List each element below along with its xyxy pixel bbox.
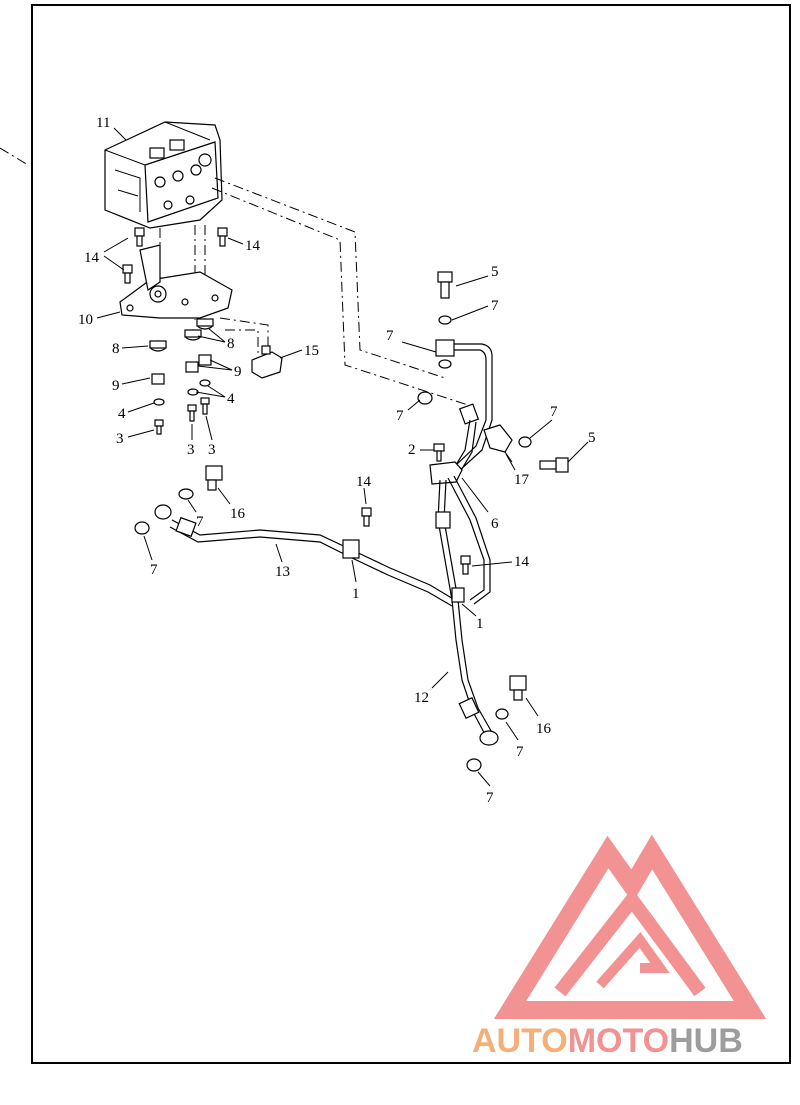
callout-14-right: 14 <box>245 238 261 254</box>
grommet-8-right <box>196 318 214 330</box>
bolt-3-right <box>200 397 210 415</box>
dashline-2 <box>211 187 469 406</box>
banjo-bolt-16-lower <box>509 675 527 701</box>
washer-4-right <box>199 379 211 387</box>
callout-8-left: 8 <box>112 341 120 357</box>
brake-hose-13 <box>154 504 465 607</box>
washer-7-left-a <box>178 488 194 500</box>
spacer-9-left <box>151 373 165 385</box>
callout-4-left: 4 <box>118 406 126 422</box>
callout-7-left-upper: 7 <box>386 328 394 344</box>
grommet-8-mid <box>184 329 202 341</box>
washer-7-upper-b <box>438 359 452 369</box>
callout-2: 2 <box>408 442 416 458</box>
banjo-bolt-5-upper <box>437 271 453 299</box>
screw-2 <box>433 443 445 462</box>
screw-14-right <box>217 227 228 247</box>
grommet-8-left <box>149 340 167 352</box>
callout-16-lower: 16 <box>536 721 552 737</box>
callout-15: 15 <box>304 343 319 359</box>
callout-12: 12 <box>414 690 429 706</box>
callout-5-upper: 5 <box>491 264 499 280</box>
washer-7-left-b <box>134 521 150 535</box>
bolt-3-left <box>154 419 164 435</box>
callout-3-mid: 3 <box>187 442 195 458</box>
mounting-bracket <box>119 244 233 319</box>
callout-16-upper: 16 <box>230 506 246 522</box>
callout-7-mid: 7 <box>396 408 404 424</box>
screw-14-hose-center <box>361 507 372 527</box>
callout-14-hose-right: 14 <box>514 554 530 570</box>
screw-14-upper-left <box>134 227 145 247</box>
callout-10: 10 <box>78 312 93 328</box>
diagram-frame <box>31 4 791 1064</box>
abs-module <box>104 121 223 229</box>
screw-14-left <box>122 264 133 284</box>
callout-1-right: 1 <box>476 616 484 632</box>
watermark-logo: AUTOMOTOHUB <box>472 834 767 1060</box>
callout-7-lower-b: 7 <box>486 790 494 806</box>
callout-17: 17 <box>514 472 530 488</box>
callout-3-right: 3 <box>208 442 216 458</box>
dashline-1 <box>214 177 446 379</box>
callout-3-left: 3 <box>116 431 124 447</box>
callout-7-upper: 7 <box>491 298 499 314</box>
left-edge-dash <box>0 147 29 166</box>
banjo-bolt-16-upper <box>205 465 223 491</box>
watermark-auto: AUTO <box>472 1022 568 1060</box>
callout-9-left: 9 <box>112 378 120 394</box>
callout-5-right: 5 <box>588 430 596 446</box>
brake-light-switch <box>483 424 513 463</box>
callout-1-left: 1 <box>352 586 360 602</box>
clamp-6 <box>429 461 463 485</box>
brake-hose-lower-assembly <box>435 475 499 746</box>
pressure-sensor <box>251 345 283 379</box>
washer-7-right <box>518 436 532 448</box>
callout-7-right: 7 <box>550 404 558 420</box>
callout-13: 13 <box>275 564 290 580</box>
watermark-hub: HUB <box>669 1022 743 1060</box>
dashline-6 <box>219 317 269 355</box>
leader-lines <box>96 127 589 787</box>
callout-numbers: 11 14 14 10 8 8 9 9 4 4 3 3 3 15 5 7 7 7… <box>78 115 596 806</box>
callout-4-right: 4 <box>227 391 235 407</box>
callout-14-center: 14 <box>356 474 372 490</box>
callout-7-lower-a: 7 <box>516 744 524 760</box>
steel-brake-lines-upper <box>435 339 493 483</box>
callout-7-left-a: 7 <box>196 514 204 530</box>
callout-6: 6 <box>491 516 499 532</box>
callout-8-right: 8 <box>227 336 235 352</box>
bolt-3-mid <box>187 404 197 422</box>
screw-14-hose-right <box>460 555 471 575</box>
dashline-7 <box>225 329 259 355</box>
washer-7-lower-b <box>466 758 482 772</box>
callout-9-right: 9 <box>234 364 242 380</box>
callout-11: 11 <box>96 115 110 131</box>
watermark-moto: MOTO <box>568 1022 669 1060</box>
banjo-bolt-5-right <box>539 457 569 473</box>
washer-4-left <box>153 398 165 406</box>
washer-7-upper-a <box>438 315 452 325</box>
spacer-9-right <box>198 354 212 366</box>
callout-14-left: 14 <box>84 250 100 266</box>
washer-7-lower-a <box>495 708 509 720</box>
spacer-9-mid <box>185 361 199 373</box>
callout-7-left-b: 7 <box>150 562 158 578</box>
svg-text:AUTOMOTOHUB: AUTOMOTOHUB <box>472 1022 743 1060</box>
washer-7-mid <box>417 391 433 405</box>
